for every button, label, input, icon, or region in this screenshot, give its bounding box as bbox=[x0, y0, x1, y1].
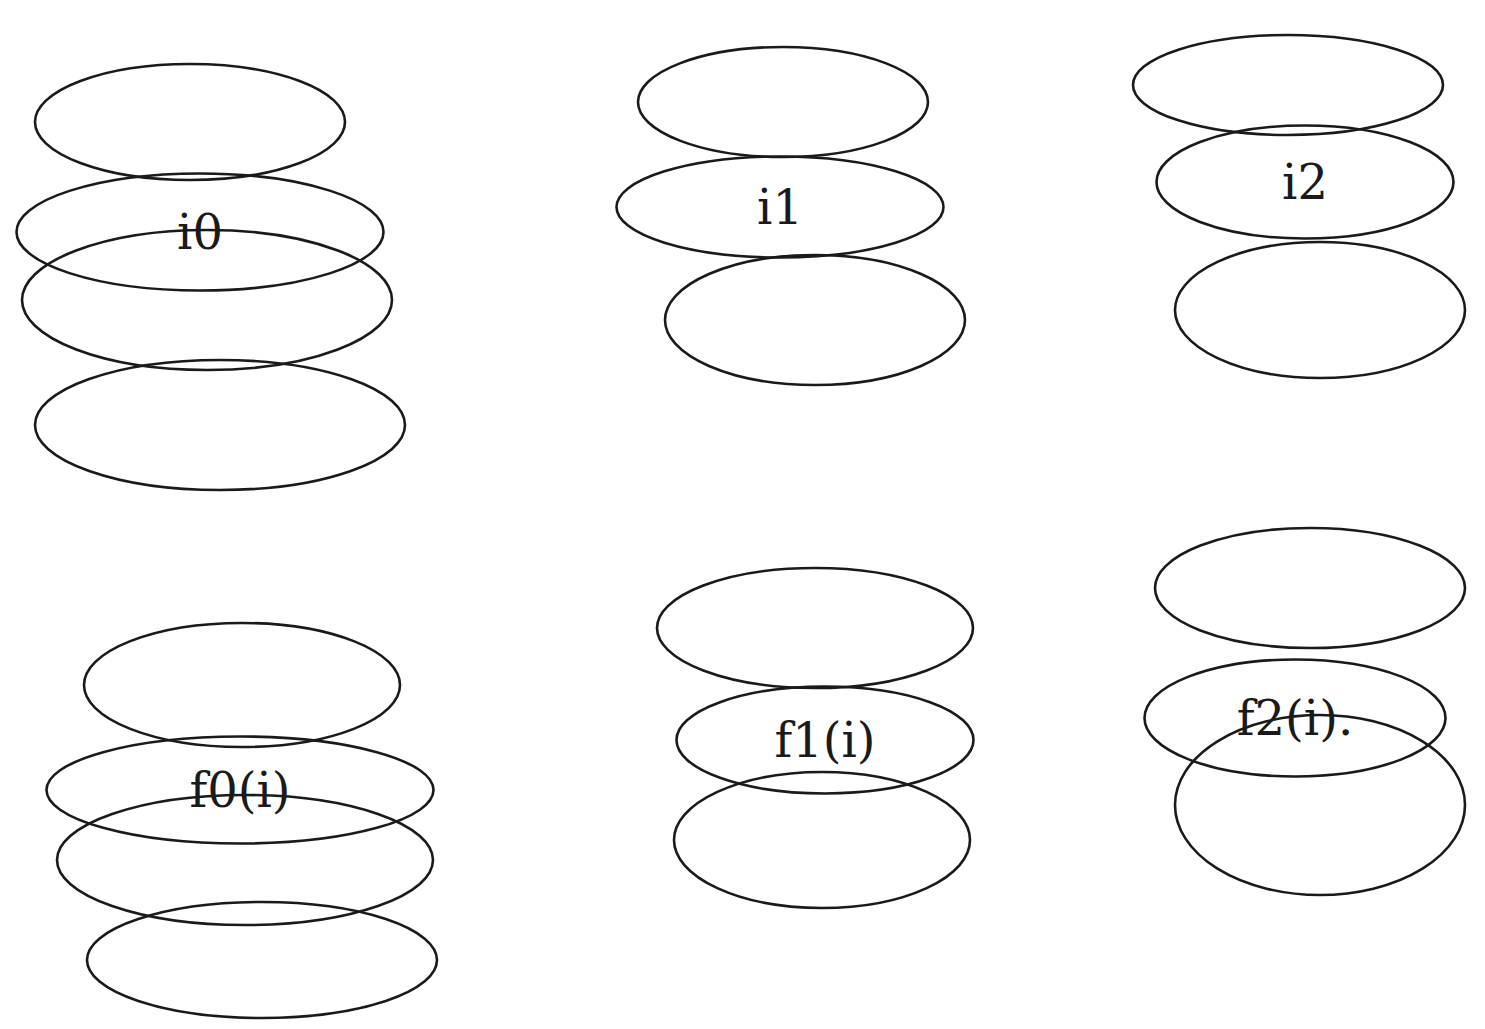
pebble-label: i2 bbox=[1282, 158, 1328, 206]
labelled-pebble: i1 bbox=[615, 155, 945, 259]
labelled-pebble: i2 bbox=[1155, 124, 1455, 240]
labelled-pebble: f0(i) bbox=[45, 735, 435, 845]
pebble-label: i0 bbox=[177, 208, 223, 256]
labelled-pebble: f2(i). bbox=[1143, 658, 1447, 778]
pebble-label: f1(i) bbox=[774, 716, 875, 764]
labelled-pebble: f1(i) bbox=[675, 685, 975, 795]
pebble-label: i1 bbox=[757, 183, 803, 231]
labelled-pebble: i0 bbox=[15, 172, 385, 292]
pebble-label: f2(i). bbox=[1237, 694, 1353, 742]
pebble-label: f0(i) bbox=[189, 766, 290, 814]
